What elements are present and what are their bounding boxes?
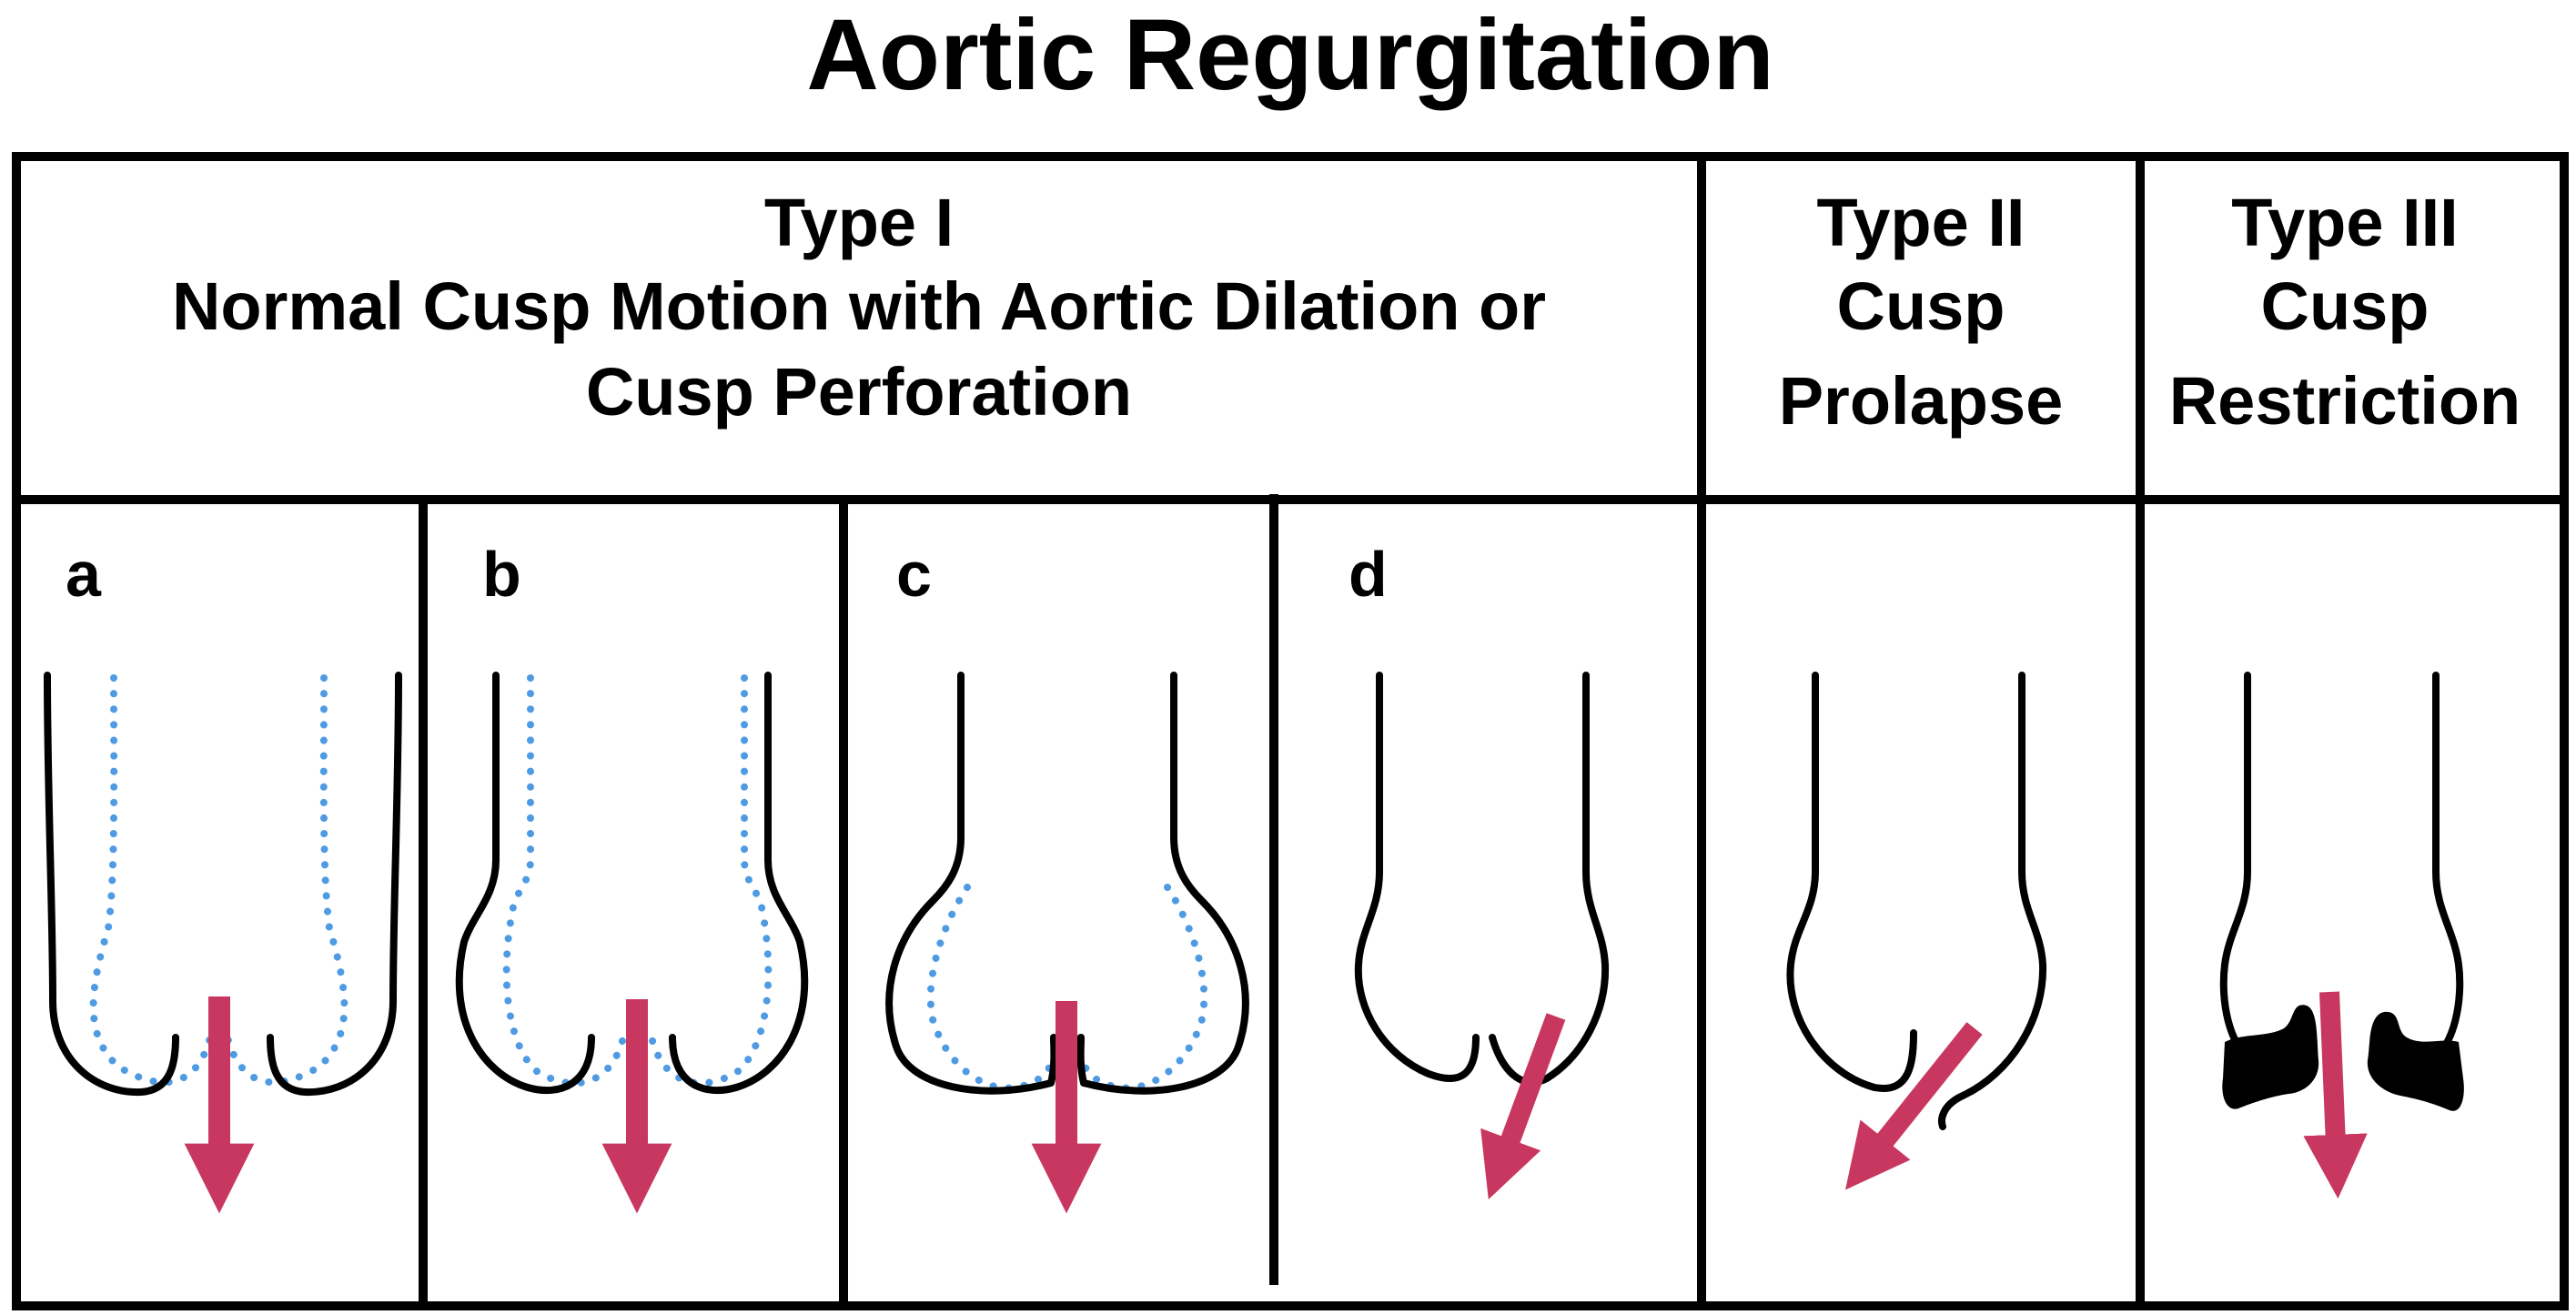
type-1-header: Type I Normal Cusp Motion with Aortic Di…: [172, 185, 1546, 430]
type-1-description-line-1: Normal Cusp Motion with Aortic Dilation …: [172, 268, 1546, 344]
type-2-aortic-wall: [1786, 672, 1917, 1092]
type-1-description-line-2: Cusp Perforation: [586, 354, 1132, 430]
type-3-description-line-1: Cusp: [2261, 268, 2430, 344]
type-3-thickened-cusp: [2222, 1005, 2319, 1109]
type-1-name: Type I: [764, 185, 954, 260]
panel-d-regurgitant-jet-arrow: [1480, 1013, 1566, 1200]
panel-b-aortic-wall: [455, 672, 595, 1095]
type-3-thickened-cusp: [2367, 1011, 2464, 1111]
type-3-valve-drawing: [2219, 672, 2464, 1199]
panel-c-normal-outline: [926, 884, 1059, 1092]
table-frame: [12, 152, 2569, 1310]
panel-b-normal-outline: [648, 674, 773, 1087]
panel-a-valve-drawing: [44, 672, 402, 1214]
type-3-header: Type III Cusp Restriction: [2169, 185, 2521, 439]
panel-d-label: d: [1349, 539, 1388, 610]
type-3-regurgitant-jet-arrow: [2303, 991, 2368, 1199]
panel-c-valve-drawing: [885, 672, 1249, 1214]
panel-c-label: c: [896, 539, 932, 610]
panel-d-aortic-wall: [1354, 672, 1480, 1082]
panel-a-normal-outline: [224, 674, 349, 1087]
type-2-regurgitant-jet-arrow: [1845, 1022, 1983, 1190]
panel-c-aortic-wall: [1076, 672, 1249, 1095]
type-2-description-line-1: Cusp: [1837, 268, 2005, 344]
type-3-aortic-wall: [2428, 672, 2464, 1064]
panel-b-valve-drawing: [455, 672, 809, 1214]
type-2-valve-drawing: [1786, 672, 2047, 1190]
type-3-name: Type III: [2231, 185, 2458, 260]
panel-b-label: b: [482, 539, 521, 610]
panel-d-aortic-wall: [1489, 672, 1610, 1087]
panel-a-aortic-wall: [267, 672, 402, 1097]
panel-a-aortic-wall: [44, 672, 179, 1097]
type-2-name: Type II: [1817, 185, 2025, 260]
type-3-aortic-wall: [2219, 672, 2256, 1064]
panel-b-normal-outline: [502, 674, 627, 1087]
type-2-header: Type II Cusp Prolapse: [1779, 185, 2064, 439]
panel-c-aortic-wall: [885, 672, 1058, 1095]
panel-a-normal-outline: [89, 674, 214, 1087]
panel-c-normal-outline: [1076, 884, 1208, 1092]
diagram-title: Aortic Regurgitation: [806, 0, 1773, 111]
panel-d-valve-drawing: [1354, 672, 1610, 1200]
type-2-description-line-2: Prolapse: [1779, 363, 2064, 439]
type-2-aortic-wall: [1938, 672, 2047, 1130]
panel-a-label: a: [66, 539, 102, 610]
type-3-description-line-2: Restriction: [2169, 363, 2521, 439]
panel-b-aortic-wall: [669, 672, 809, 1095]
